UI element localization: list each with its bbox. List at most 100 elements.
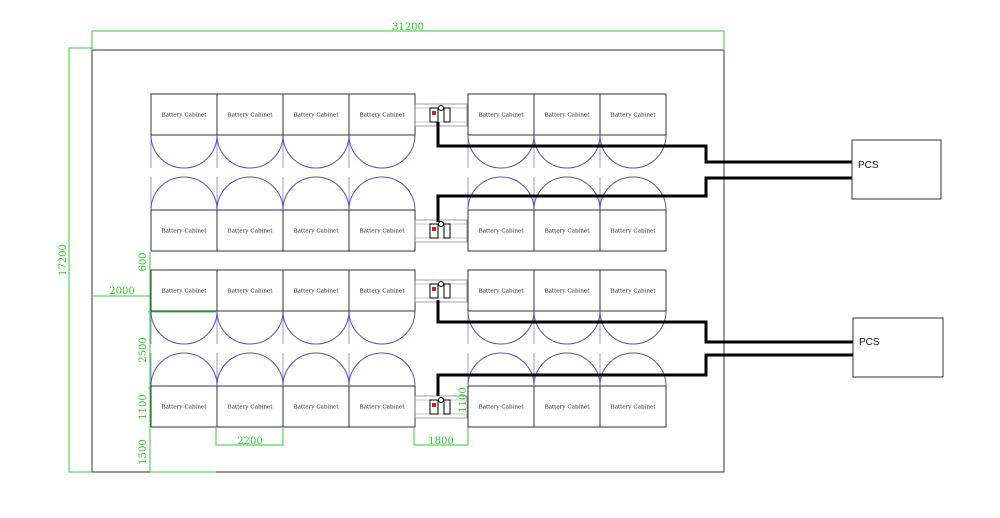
battery-cabinet: Battery Cabinet: [282, 269, 350, 312]
battery-cabinet: Battery Cabinet: [216, 93, 284, 136]
door-swing-arc: [348, 176, 383, 211]
door-swing-arc: [150, 176, 185, 211]
combiner-boxes: [414, 103, 468, 419]
battery-cabinet: Battery Cabinet: [467, 209, 535, 252]
door-swing-arc: [216, 134, 251, 169]
cabinet-label: Battery Cabinet: [610, 229, 656, 235]
battery-cabinet: Battery Cabinet: [599, 209, 667, 252]
cabinet-label: Battery Cabinet: [610, 289, 656, 295]
door-swing-arc: [315, 310, 350, 345]
door-swing-arc: [632, 176, 667, 211]
door-swing-arc: [500, 176, 535, 211]
door-swing-arc: [632, 134, 667, 169]
cabinet-label: Battery Cabinet: [161, 229, 207, 235]
door-swing-arc: [381, 134, 416, 169]
door-swing-arc: [216, 310, 251, 345]
battery-cabinet: Battery Cabinet: [533, 269, 601, 312]
battery-cabinet: Battery Cabinet: [282, 385, 350, 428]
door-swing-arc: [282, 352, 317, 387]
door-swing-arc: [249, 310, 284, 345]
dim-bottom-clearance: 1500: [138, 439, 149, 464]
door-swing-arc: [348, 310, 383, 345]
door-swing-arc: [467, 134, 502, 169]
dim-cabinet-depth: 1100: [138, 394, 149, 419]
combiner-box: [414, 103, 468, 127]
dim-left-clearance: 2000: [109, 286, 134, 297]
cabinet-label: Battery Cabinet: [478, 405, 524, 411]
combiner-box: [414, 279, 468, 303]
cabinet-label: Battery Cabinet: [293, 113, 339, 119]
door-swing-arc: [632, 352, 667, 387]
cabinet-label: Battery Cabinet: [544, 289, 590, 295]
combiner-box: [414, 219, 468, 243]
battery-cabinet: Battery Cabinet: [150, 209, 218, 252]
dim-maintenance-aisle: 2500: [138, 337, 149, 362]
dim-total-height: 17200: [58, 244, 69, 276]
cabinet-label: Battery Cabinet: [227, 113, 273, 119]
door-swing-arc: [533, 134, 568, 169]
battery-cabinet: Battery Cabinet: [533, 385, 601, 428]
door-swing-arc: [150, 310, 185, 345]
cabinet-label: Battery Cabinet: [359, 405, 405, 411]
door-swing-arc: [249, 176, 284, 211]
door-swing-arc: [183, 134, 218, 169]
dim-combiner-gap: 1800: [428, 436, 453, 447]
battery-cabinet: Battery Cabinet: [467, 93, 535, 136]
combiner-box: [414, 395, 468, 419]
cabinet-label: Battery Cabinet: [293, 405, 339, 411]
battery-cabinet: Battery Cabinet: [282, 93, 350, 136]
cabinet-label: Battery Cabinet: [544, 113, 590, 119]
cabinet-label: Battery Cabinet: [227, 405, 273, 411]
battery-cabinet: Battery Cabinet: [599, 93, 667, 136]
door-swing-arc: [467, 176, 502, 211]
door-swing-arc: [599, 176, 634, 211]
cabinet-label: Battery Cabinet: [478, 289, 524, 295]
door-swing-arc: [150, 352, 185, 387]
door-swing-arc: [566, 176, 601, 211]
door-swing-arc: [533, 352, 568, 387]
door-swing-arc: [381, 310, 416, 345]
door-swing-arc: [566, 352, 601, 387]
door-swing-arc: [249, 352, 284, 387]
door-swing-arc: [500, 352, 535, 387]
door-swing-arc: [348, 352, 383, 387]
battery-cabinet: Battery Cabinet: [599, 269, 667, 312]
door-swing-arc: [216, 176, 251, 211]
cabinet-label: Battery Cabinet: [359, 229, 405, 235]
door-swing-arc: [533, 310, 568, 345]
cabinet-label: Battery Cabinet: [544, 229, 590, 235]
battery-cabinet: Battery Cabinet: [216, 209, 284, 252]
door-swing-arc: [500, 310, 535, 345]
pcs-unit-1: PCS: [851, 139, 942, 200]
dim-total-width: 31200: [392, 22, 424, 33]
door-swing-arc: [632, 310, 667, 345]
cabinet-label: Battery Cabinet: [227, 289, 273, 295]
pcs-unit-2: PCS: [852, 317, 944, 378]
door-swing-arc: [282, 310, 317, 345]
door-swing-arc: [315, 352, 350, 387]
door-swing-arc: [183, 176, 218, 211]
door-swing-arc: [599, 134, 634, 169]
door-swing-arc: [467, 352, 502, 387]
dim-aisle-gap: 600: [138, 252, 149, 271]
battery-cabinet: Battery Cabinet: [467, 385, 535, 428]
door-swing-arc: [566, 310, 601, 345]
cabinet-label: Battery Cabinet: [478, 113, 524, 119]
cabinet-label: Battery Cabinet: [610, 405, 656, 411]
battery-cabinet: Battery Cabinet: [533, 93, 601, 136]
battery-cabinet: Battery Cabinet: [467, 269, 535, 312]
pcs-label: PCS: [858, 160, 879, 171]
battery-cabinet: Battery Cabinet: [150, 93, 218, 136]
cabinet-label: Battery Cabinet: [610, 113, 656, 119]
cabinet-label: Battery Cabinet: [161, 289, 207, 295]
cabinet-label: Battery Cabinet: [293, 229, 339, 235]
dim-cabinet-width: 2200: [237, 436, 262, 447]
door-swing-arc: [216, 352, 251, 387]
door-swing-arc: [183, 352, 218, 387]
door-swing-arc: [381, 176, 416, 211]
door-swing-arc: [348, 134, 383, 169]
door-swing-arc: [500, 134, 535, 169]
cabinet-label: Battery Cabinet: [227, 229, 273, 235]
